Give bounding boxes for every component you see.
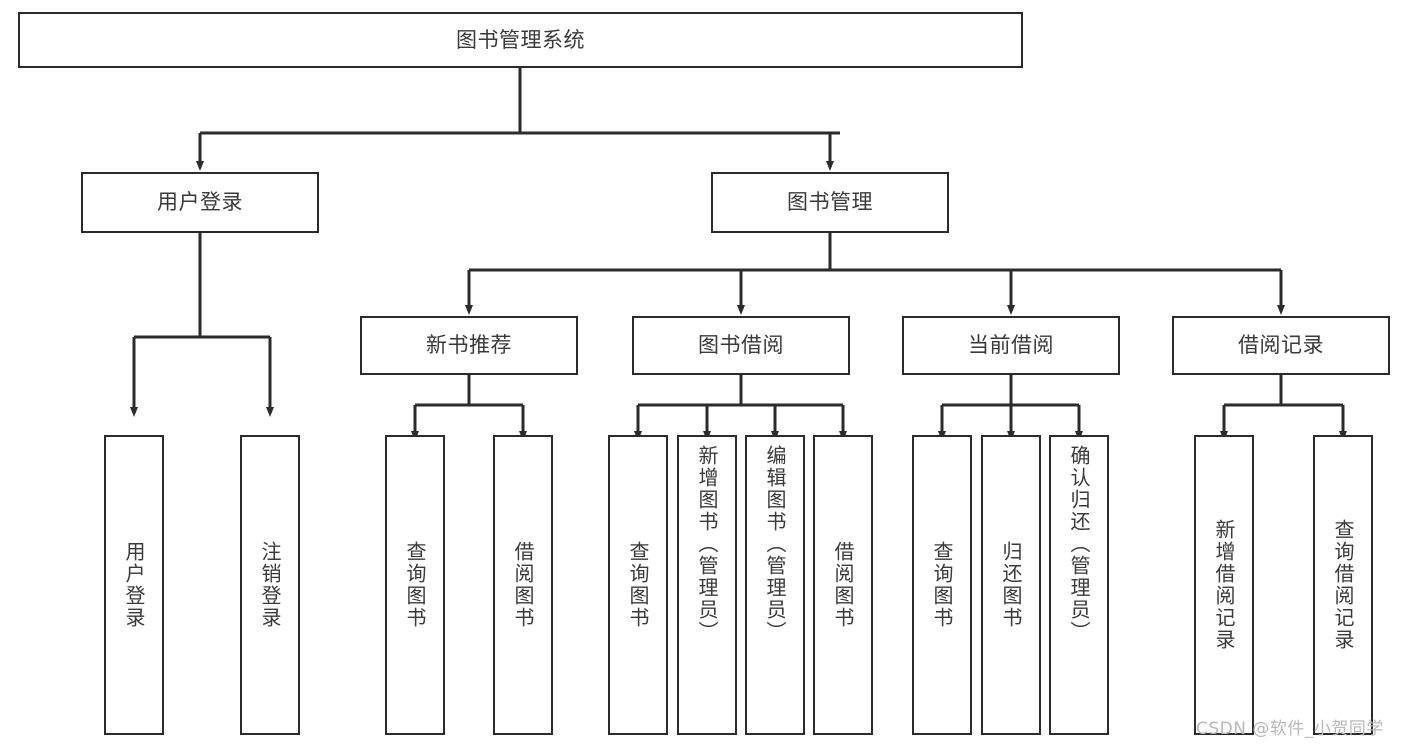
node-leaf-return-book-label: 归还图书 (999, 541, 1023, 629)
node-book-manage[interactable]: 图书管理 (711, 172, 949, 233)
node-new-book-rec[interactable]: 新书推荐 (360, 316, 578, 375)
node-leaf-query-book-1[interactable]: 查询图书 (385, 435, 445, 735)
node-leaf-user-login-label: 用户登录 (122, 541, 146, 629)
node-leaf-add-record[interactable]: 新增借阅记录 (1194, 435, 1254, 735)
csdn-watermark: CSDN @软件_小贺同学 (1196, 719, 1384, 739)
node-leaf-query-book-3[interactable]: 查询图书 (912, 435, 972, 735)
node-leaf-add-record-label: 新增借阅记录 (1212, 519, 1236, 651)
node-leaf-add-book-label: 新增图书（管理员） (695, 445, 719, 643)
node-current-borrow-label: 当前借阅 (968, 333, 1054, 358)
node-borrow-record-label: 借阅记录 (1238, 333, 1324, 358)
node-book-borrow[interactable]: 图书借阅 (632, 316, 850, 375)
node-user-login-label: 用户登录 (157, 190, 243, 215)
node-new-book-rec-label: 新书推荐 (426, 333, 512, 358)
node-leaf-user-login[interactable]: 用户登录 (104, 435, 164, 735)
node-leaf-add-book[interactable]: 新增图书（管理员） (677, 435, 737, 735)
node-root-label: 图书管理系统 (456, 27, 585, 52)
node-leaf-query-record[interactable]: 查询借阅记录 (1313, 435, 1373, 735)
node-leaf-borrow-book-2[interactable]: 借阅图书 (813, 435, 873, 735)
node-leaf-user-logout-label: 注销登录 (258, 541, 282, 629)
node-leaf-query-record-label: 查询借阅记录 (1331, 519, 1355, 651)
node-leaf-query-book-3-label: 查询图书 (930, 541, 954, 629)
node-leaf-return-book[interactable]: 归还图书 (981, 435, 1041, 735)
node-leaf-borrow-book-2-label: 借阅图书 (831, 541, 855, 629)
node-leaf-edit-book[interactable]: 编辑图书（管理员） (745, 435, 805, 735)
node-leaf-confirm-return-label: 确认归还（管理员） (1067, 445, 1091, 643)
node-leaf-edit-book-label: 编辑图书（管理员） (763, 445, 787, 643)
node-borrow-record[interactable]: 借阅记录 (1172, 316, 1390, 375)
node-user-login[interactable]: 用户登录 (81, 172, 319, 233)
node-leaf-query-book-2[interactable]: 查询图书 (608, 435, 668, 735)
node-leaf-borrow-book-1-label: 借阅图书 (511, 541, 535, 629)
node-current-borrow[interactable]: 当前借阅 (902, 316, 1120, 375)
node-leaf-query-book-2-label: 查询图书 (626, 541, 650, 629)
node-book-manage-label: 图书管理 (787, 190, 873, 215)
node-root[interactable]: 图书管理系统 (18, 12, 1023, 68)
node-leaf-query-book-1-label: 查询图书 (403, 541, 427, 629)
node-leaf-confirm-return[interactable]: 确认归还（管理员） (1049, 435, 1109, 735)
node-leaf-user-logout[interactable]: 注销登录 (240, 435, 300, 735)
node-book-borrow-label: 图书借阅 (698, 333, 784, 358)
node-leaf-borrow-book-1[interactable]: 借阅图书 (493, 435, 553, 735)
